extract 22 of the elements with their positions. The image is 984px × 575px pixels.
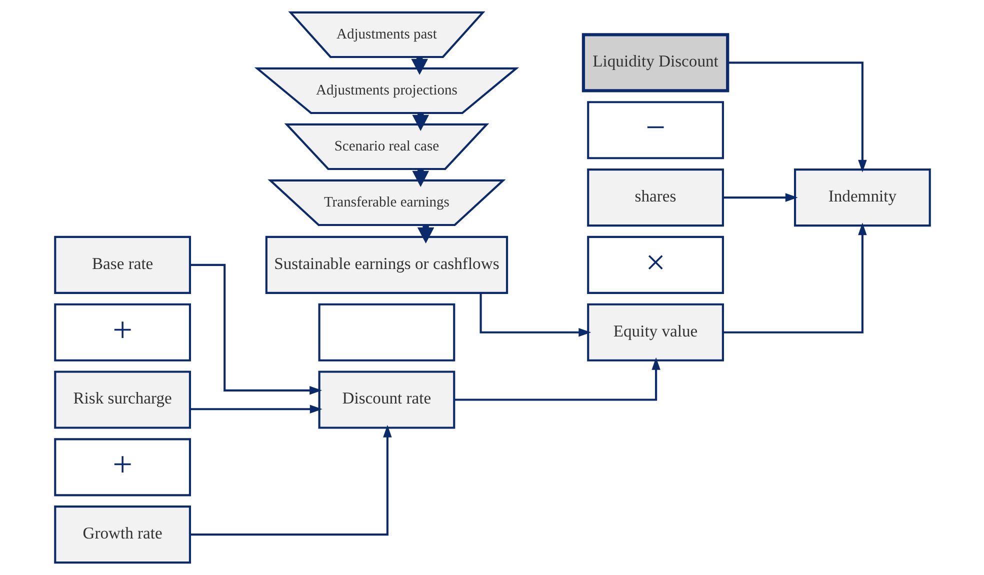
arrow bbox=[722, 222, 866, 334]
arrow bbox=[190, 404, 322, 414]
node-box: Liquidity Discount bbox=[581, 33, 729, 92]
node-box: + bbox=[54, 303, 191, 362]
node-box: Indemnity bbox=[793, 168, 930, 227]
arrow bbox=[722, 193, 798, 202]
node-box: + bbox=[54, 438, 191, 496]
node-box: Base rate bbox=[54, 236, 191, 294]
node-box: × bbox=[586, 236, 724, 294]
arrow bbox=[479, 293, 591, 337]
arrow bbox=[190, 424, 392, 536]
arrow bbox=[727, 62, 866, 172]
node-box bbox=[318, 303, 455, 362]
node-box: − bbox=[586, 101, 724, 160]
node-box: Growth rate bbox=[54, 506, 191, 564]
arrow bbox=[454, 357, 660, 401]
node-box: Risk surcharge bbox=[54, 370, 191, 429]
node-box: Sustainable earnings or cashflows bbox=[264, 236, 508, 294]
node-box: Equity value bbox=[586, 303, 724, 362]
arrow bbox=[190, 264, 322, 395]
node-box: shares bbox=[586, 168, 724, 227]
node-box: Discount rate bbox=[318, 370, 455, 429]
